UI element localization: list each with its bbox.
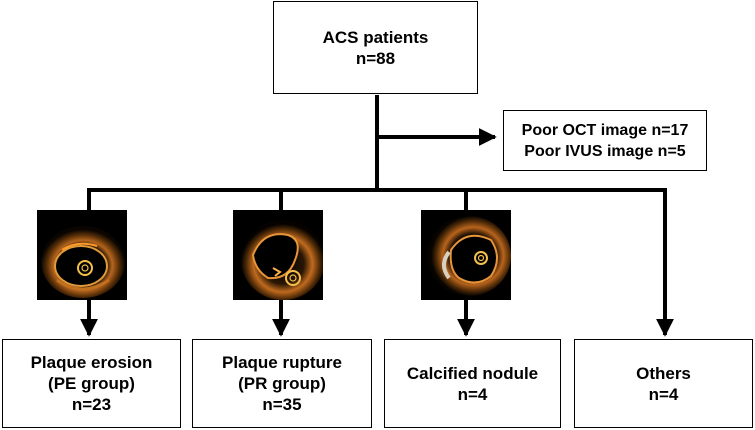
poor-ivus-label: Poor IVUS image n=5 [524,142,686,160]
others-count: n=4 [648,384,679,404]
pr-group-label: (PR group) [238,374,326,393]
plaque-erosion-label: Plaque erosion [30,353,153,372]
pe-group-label: (PE group) [48,374,135,393]
plaque-rupture-label: Plaque rupture [222,353,342,372]
acs-patients-count: n=88 [355,48,396,68]
plaque-erosion-box: Plaque erosion (PE group) n=23 [2,339,181,428]
oct-image-plaque-erosion [37,210,127,300]
oct-image-calcified-nodule [421,210,511,300]
acs-patients-box: ACS patients n=88 [273,1,478,94]
exclusion-box: Poor OCT image n=17 Poor IVUS image n=5 [503,110,707,171]
acs-patients-label: ACS patients [322,27,429,47]
poor-oct-label: Poor OCT image n=17 [521,121,689,139]
oct-image-plaque-rupture [233,210,323,300]
calcified-nodule-count: n=4 [457,384,488,404]
calcified-nodule-label: Calcified nodule [406,363,539,383]
calcified-nodule-box: Calcified nodule n=4 [384,339,561,428]
plaque-rupture-count: n=35 [262,395,302,414]
plaque-erosion-count: n=23 [71,395,112,414]
others-label: Others [636,363,691,383]
others-box: Others n=4 [574,339,753,428]
plaque-rupture-box: Plaque rupture (PR group) n=35 [192,339,372,428]
